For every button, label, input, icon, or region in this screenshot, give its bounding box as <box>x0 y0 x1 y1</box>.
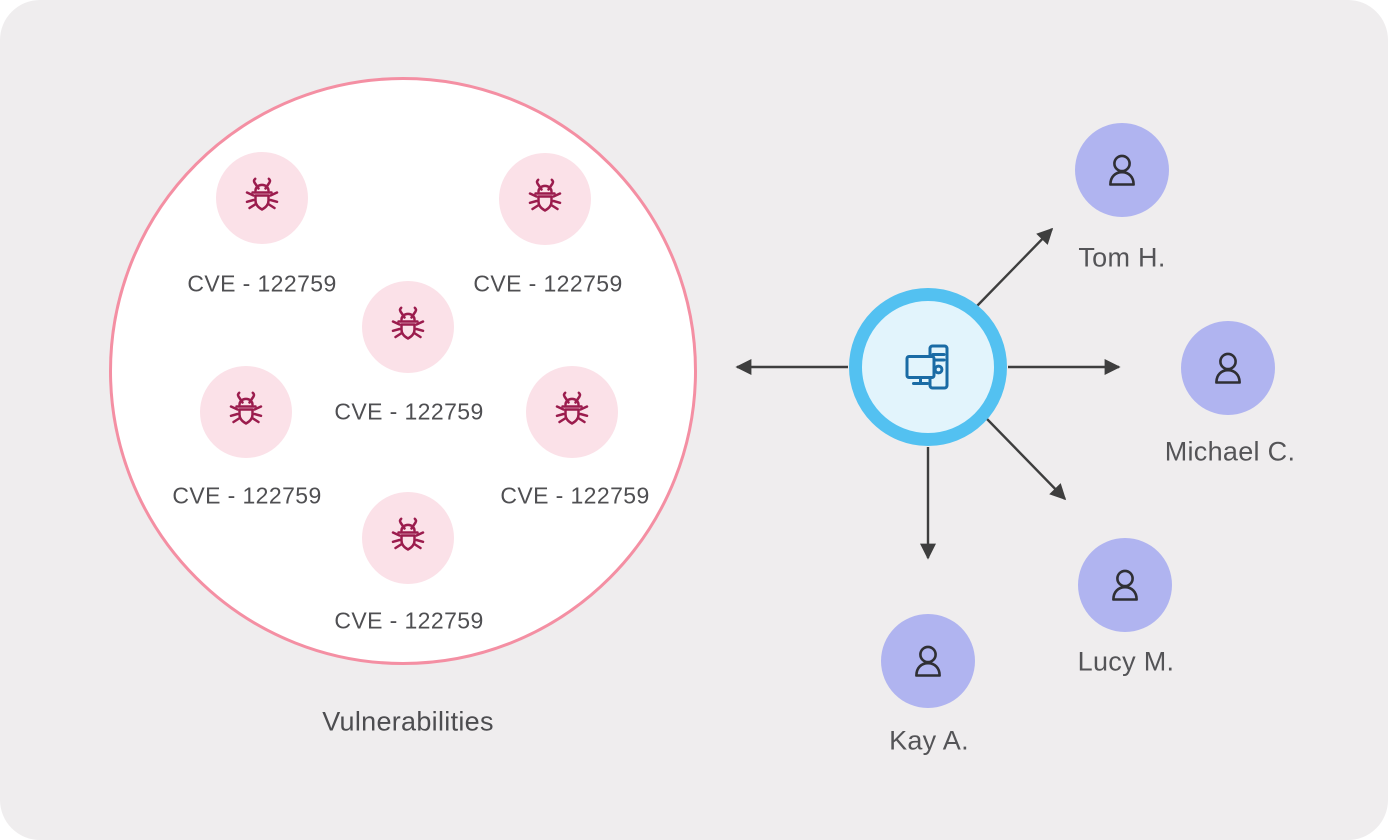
vulnerability-label: CVE - 122759 <box>172 482 322 509</box>
vulnerability-label: CVE - 122759 <box>500 482 650 509</box>
bug-icon <box>229 391 263 425</box>
vulnerability-node <box>526 366 618 458</box>
vulnerability-label: CVE - 122759 <box>187 270 337 297</box>
user-name-label: Kay A. <box>889 725 969 756</box>
vulnerability-node <box>362 281 454 373</box>
user-node-lucy <box>1078 538 1172 632</box>
vulnerability-node <box>499 153 591 245</box>
vulnerability-label: CVE - 122759 <box>334 607 484 634</box>
user-icon <box>1112 569 1138 601</box>
bug-icon <box>528 178 562 212</box>
user-node-tom <box>1075 123 1169 217</box>
user-name-label: Tom H. <box>1078 242 1166 273</box>
vulnerability-node <box>200 366 292 458</box>
user-node-michael <box>1181 321 1275 415</box>
computer-icon <box>905 344 949 390</box>
user-icon <box>915 645 941 677</box>
user-name-label: Lucy M. <box>1077 646 1175 677</box>
vulnerabilities-title: Vulnerabilities <box>322 706 494 737</box>
vulnerability-label: CVE - 122759 <box>473 270 623 297</box>
user-icon <box>1109 154 1135 186</box>
user-node-kay <box>881 614 975 708</box>
user-name-label: Michael C. <box>1164 436 1296 467</box>
asset-node <box>849 288 1007 446</box>
bug-icon <box>555 391 589 425</box>
vulnerability-node <box>216 152 308 244</box>
bug-icon <box>391 306 425 340</box>
bug-icon <box>245 177 279 211</box>
vulnerability-label: CVE - 122759 <box>334 398 484 425</box>
user-icon <box>1215 352 1241 384</box>
vulnerability-node <box>362 492 454 584</box>
bug-icon <box>391 517 425 551</box>
